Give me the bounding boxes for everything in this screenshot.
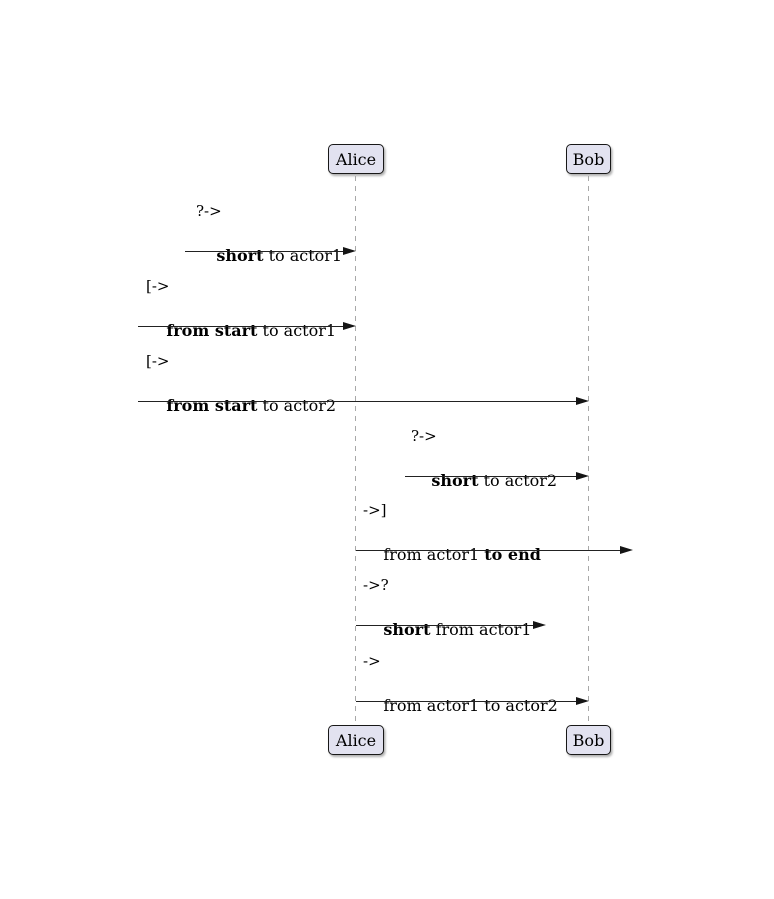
message-label-segment: short (216, 246, 264, 265)
message-label-segment: to actor2 (478, 471, 558, 490)
message-label-segment: from start (166, 396, 258, 415)
message-label: short from actor1 (363, 601, 531, 658)
arrowhead-icon (576, 697, 589, 705)
message-label: short to actor1 (196, 227, 342, 284)
message-label-segment: from actor1 (430, 620, 532, 639)
message-label: from start to actor1 (146, 302, 336, 359)
message-operator-label: [-> (146, 277, 170, 295)
message-operator-label: ?-> (411, 427, 437, 445)
message-label-segment: from actor1 (383, 545, 485, 564)
message-label-segment: from start (166, 321, 258, 340)
message-arrow-line (356, 701, 583, 703)
arrowhead-icon (620, 546, 633, 554)
message-arrow-line (185, 251, 350, 253)
message-arrow-line (138, 326, 350, 328)
arrowhead-icon (576, 472, 589, 480)
message-operator-label: ?-> (196, 202, 222, 220)
lifeline-alice (355, 176, 357, 724)
actor-box-bob-top: Bob (566, 144, 611, 174)
message-label-segment: to actor1 (257, 321, 337, 340)
message-label-segment: to actor2 (257, 396, 337, 415)
arrowhead-icon (576, 397, 589, 405)
message-arrow-line (356, 625, 540, 627)
message-operator-label: ->] (363, 501, 387, 519)
actor-box-alice-top: Alice (328, 144, 384, 174)
message-arrow-line (356, 550, 627, 552)
message-operator-label: [-> (146, 352, 170, 370)
message-label-segment: short (383, 620, 431, 639)
actor-box-alice-bottom: Alice (328, 725, 384, 755)
message-label: short to actor2 (411, 452, 557, 509)
message-arrow-line (405, 476, 583, 478)
message-label-segment: to actor1 (263, 246, 343, 265)
actor-box-bob-bottom: Bob (566, 725, 611, 755)
arrowhead-icon (343, 247, 356, 255)
message-label-segment: to end (484, 545, 541, 564)
lifeline-bob (588, 176, 590, 724)
message-label: from start to actor2 (146, 377, 336, 434)
arrowhead-icon (343, 322, 356, 330)
message-label-segment: from actor1 to actor2 (383, 696, 558, 715)
message-label: from actor1 to actor2 (363, 677, 558, 734)
message-label-segment: short (431, 471, 479, 490)
arrowhead-icon (533, 621, 546, 629)
message-operator-label: ->? (363, 576, 389, 594)
message-label: from actor1 to end (363, 526, 541, 583)
message-arrow-line (138, 401, 583, 403)
message-operator-label: -> (363, 652, 381, 670)
